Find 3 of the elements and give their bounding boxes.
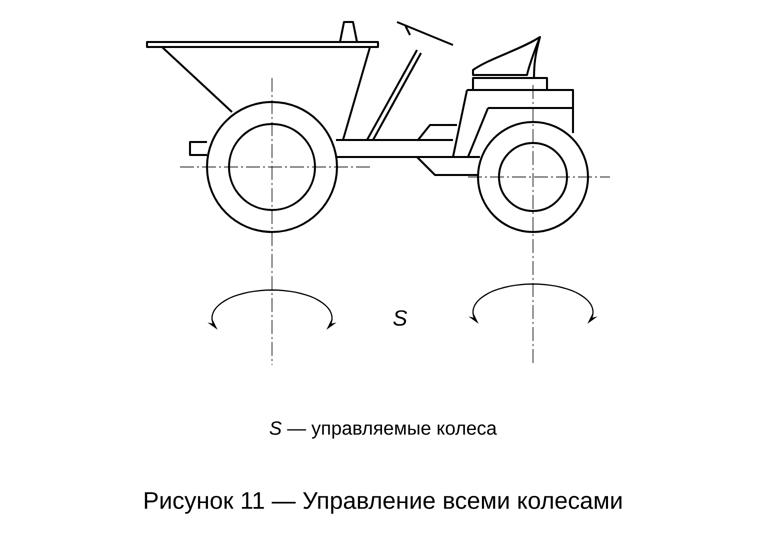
- caption: Рисунок 11 — Управление всеми колесами: [144, 492, 622, 514]
- label: S: [393, 310, 408, 326]
- label: S — управляемые колеса: [270, 421, 497, 439]
